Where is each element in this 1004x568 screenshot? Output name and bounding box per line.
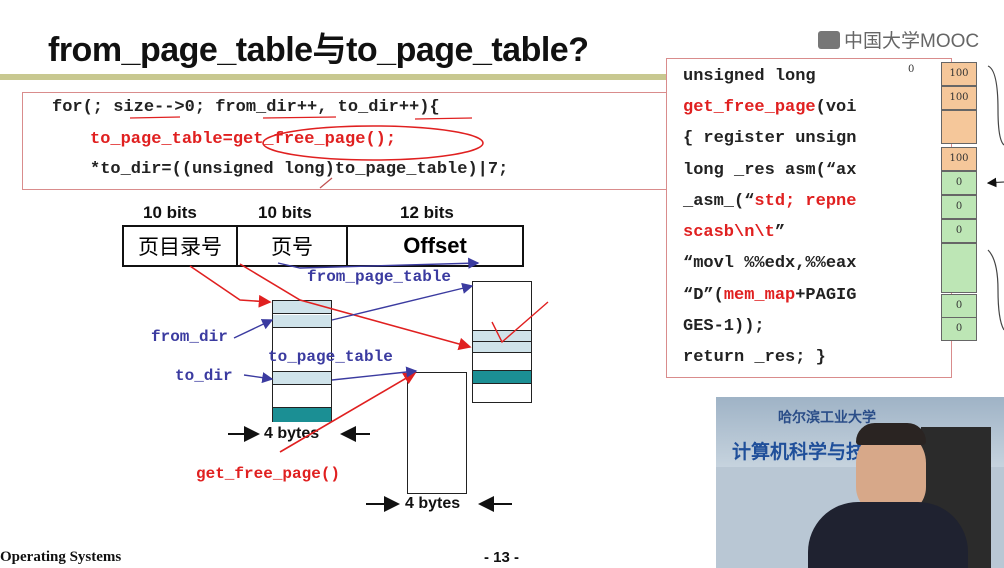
from-dir-label: from_dir bbox=[151, 328, 228, 346]
code-line-2: to_page_table=get_free_page(); bbox=[90, 130, 397, 149]
mem-cell: 100 bbox=[941, 62, 977, 86]
linear-address-format: 页目录号 页号 Offset bbox=[122, 225, 524, 267]
mooc-logo: 中国大学MOOC bbox=[818, 26, 979, 53]
to-dir-label: to_dir bbox=[175, 367, 233, 385]
code-line-1: for(; size-->0; from_dir++, to_dir++){ bbox=[52, 98, 440, 117]
rcode-func-name: get_free_page bbox=[683, 98, 816, 117]
footer-page-number: - 13 - bbox=[484, 549, 520, 566]
from-page-table-label: from_page_table bbox=[307, 268, 452, 286]
rcode-d: “D”( bbox=[683, 286, 724, 305]
code-line-3: *to_dir=((unsigned long)to_page_table)|7… bbox=[90, 160, 509, 179]
rcode-scasb: scasb\n\t bbox=[683, 223, 775, 242]
mem-cell: 100 bbox=[941, 147, 977, 171]
offset-field: Offset bbox=[403, 233, 467, 258]
rcode-mem-map: mem_map bbox=[723, 286, 796, 305]
rcode-line-4: long _res asm(“ax bbox=[683, 161, 857, 180]
mem-cell: 0 bbox=[941, 317, 977, 341]
slide-title: from_page_table与to_page_table? bbox=[48, 31, 589, 69]
mooc-icon bbox=[818, 30, 840, 49]
bits-label-3: 12 bits bbox=[400, 203, 454, 222]
rcode-pagig: +PAGIG bbox=[795, 286, 857, 305]
footer-course: Operating Systems bbox=[0, 549, 122, 565]
rcode-line-10: return _res; } bbox=[683, 348, 826, 367]
rcode-line-6: scasb\n\t” bbox=[683, 223, 785, 242]
rcode-line-9: GES-1)); bbox=[683, 317, 765, 336]
to-page-table-block bbox=[407, 372, 467, 494]
rcode-args: (voi bbox=[815, 98, 857, 117]
from-page-table-block bbox=[472, 281, 532, 403]
get-free-page-label: get_free_page() bbox=[196, 465, 341, 483]
video-banner-top: 哈尔滨工业大学 bbox=[778, 410, 876, 426]
rcode-line-8: “D”(mem_map+PAGIG bbox=[683, 286, 856, 305]
get-free-page-code-box bbox=[666, 58, 952, 378]
bits-label-2: 10 bits bbox=[258, 203, 312, 222]
mem-cell: 0 bbox=[941, 294, 977, 318]
rcode-line-1: unsigned long bbox=[683, 67, 816, 86]
rcode-line-5: _asm_(“std; repne bbox=[683, 192, 856, 211]
mem-cell: 0 bbox=[941, 171, 977, 195]
mem-cell: 100 bbox=[941, 86, 977, 110]
rcode-asm: _asm_(“ bbox=[683, 192, 755, 211]
rcode-quote: ” bbox=[774, 223, 786, 242]
rcode-line-7: “movl %%edx,%%eax bbox=[683, 254, 857, 273]
presenter-video: 哈尔滨工业大学 计算机科学与技术学院 bbox=[716, 397, 1004, 568]
dir-index-field: 页目录号 bbox=[124, 227, 238, 265]
bits-label-1: 10 bits bbox=[143, 203, 197, 222]
rcode-line-3: { register unsign bbox=[683, 129, 857, 148]
rcode-std: std; repne bbox=[754, 192, 857, 211]
rcode-line-2: get_free_page(voi bbox=[683, 98, 856, 117]
title-underline bbox=[0, 74, 680, 80]
to-page-table-label: to_page_table bbox=[268, 348, 393, 366]
presenter-body bbox=[808, 502, 968, 568]
mem-map-zero-label: 0 bbox=[908, 64, 915, 75]
mem-cell-gap bbox=[941, 110, 977, 144]
mooc-logo-text: 中国大学MOOC bbox=[844, 31, 980, 52]
mem-cell: 0 bbox=[941, 219, 977, 243]
presenter-hair bbox=[856, 423, 926, 445]
mem-cell-gap bbox=[941, 243, 977, 293]
mem-cell: 0 bbox=[941, 195, 977, 219]
page-index-field: 页号 bbox=[238, 227, 348, 265]
bytes-label-right: 4 bytes bbox=[405, 495, 461, 512]
